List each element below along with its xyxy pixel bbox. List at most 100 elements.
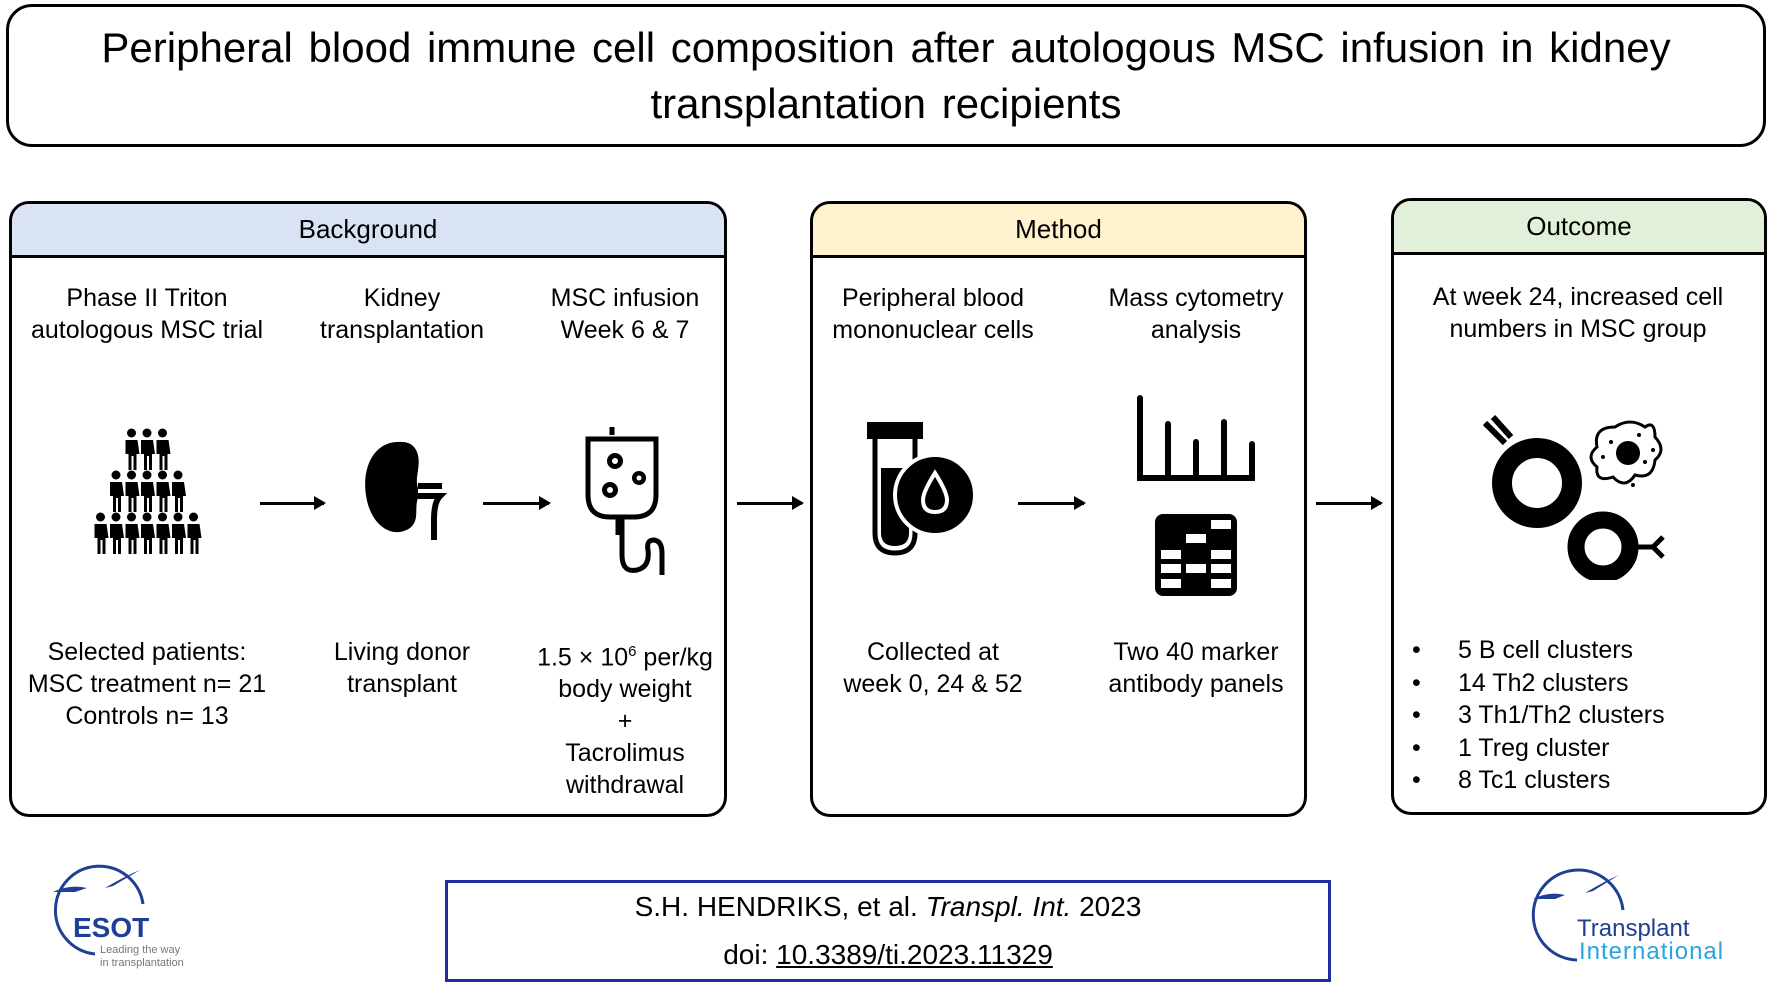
bg-col3-bottom: 1.5 × 106 per/kg body weight + Tacrolimu…	[537, 636, 713, 801]
outcome-header: Outcome	[1394, 201, 1764, 255]
text-line: MSC infusion	[550, 284, 700, 312]
title-box: Peripheral blood immune cell composition…	[6, 4, 1766, 147]
esot-name: ESOT	[73, 912, 150, 943]
background-header: Background	[12, 204, 724, 258]
arrow-icon	[1018, 496, 1086, 510]
list-item: •5 B cell clusters	[1412, 634, 1665, 667]
citation-authors: S.H. HENDRIKS, et al.	[634, 891, 918, 922]
bg-col2-top: Kidney transplantation	[320, 282, 484, 346]
heatmap-icon	[1155, 514, 1237, 596]
list-item: •14 Th2 clusters	[1412, 667, 1665, 700]
text-line: transplant	[347, 670, 457, 698]
person-figure	[125, 470, 140, 512]
text-line: numbers in MSC group	[1449, 315, 1707, 343]
text-line: Collected at	[866, 638, 1000, 666]
text-line: mononuclear cells	[832, 316, 1034, 344]
outcome-panel: Outcome	[1391, 198, 1767, 815]
arrow-icon	[483, 496, 551, 510]
text-line: Phase II Triton	[66, 284, 228, 312]
background-panel: Background	[9, 201, 727, 817]
method-col1-bottom: Collected at week 0, 24 & 52	[843, 636, 1022, 700]
person-figure	[110, 470, 124, 512]
person-figure	[156, 512, 171, 554]
arrow-icon	[260, 496, 326, 510]
text-line: +	[617, 707, 633, 736]
method-header: Method	[813, 204, 1304, 258]
method-col2-bottom: Two 40 marker antibody panels	[1108, 636, 1283, 700]
histogram-icon	[1137, 395, 1255, 481]
doi-line: doi: 10.3389/ti.2023.11329	[723, 931, 1053, 979]
text-line: Selected patients:	[47, 638, 247, 666]
ti-line-2: International	[1579, 938, 1725, 965]
citation-year: 2023	[1079, 891, 1142, 922]
title-line-2: transplantation recipients	[650, 79, 1122, 127]
dose-exponent: 6	[628, 643, 637, 660]
doi-label: doi:	[723, 939, 769, 970]
list-item: •3 Th1/Th2 clusters	[1412, 699, 1665, 732]
blood-tube-icon	[867, 422, 975, 556]
text-line: At week 24, increased cell	[1432, 283, 1724, 311]
text-line: body weight	[558, 675, 692, 704]
text-line: analysis	[1150, 316, 1242, 344]
text-line: Leading the way	[100, 944, 181, 956]
text-line: antibody panels	[1108, 670, 1284, 698]
person-figure	[187, 512, 202, 554]
method-col2-top: Mass cytometry analysis	[1108, 282, 1283, 346]
text-line: Mass cytometry	[1108, 284, 1284, 312]
text-line: Tacrolimus	[565, 739, 685, 768]
bg-col2-bottom: Living donor transplant	[334, 636, 470, 700]
person-figure	[125, 512, 140, 554]
title-line-1: Peripheral blood immune cell composition…	[101, 23, 1671, 71]
text-line: Kidney	[363, 284, 441, 312]
method-col1-top: Peripheral blood mononuclear cells	[832, 282, 1034, 346]
bullet-text: 8 Tc1 clusters	[1458, 766, 1611, 794]
bullet-text: 5 B cell clusters	[1458, 636, 1634, 664]
iv-bag-icon	[585, 427, 665, 575]
dose-unit: per/kg	[636, 643, 713, 672]
person-figure	[141, 428, 155, 470]
text-line: in transplantation	[100, 957, 184, 969]
text-line: autologous MSC trial	[30, 316, 264, 344]
person-figure	[125, 428, 140, 470]
text-line: Peripheral blood	[841, 284, 1025, 312]
person-figure	[110, 512, 124, 554]
esot-tagline: Leading the way in transplantation	[100, 944, 184, 970]
text-line: week 0, 24 & 52	[843, 670, 1023, 698]
person-figure	[156, 470, 171, 512]
citation-line: S.H. HENDRIKS, et al. Transpl. Int. 2023	[635, 883, 1142, 931]
kidney-icon	[365, 441, 448, 540]
bg-col1-bottom: Selected patients: MSC treatment n= 21 C…	[28, 636, 266, 732]
immune-cells-icon	[1482, 414, 1665, 580]
text-line: Week 6 & 7	[560, 316, 690, 344]
text-line: transplantation	[319, 316, 485, 344]
citation-box: S.H. HENDRIKS, et al. Transpl. Int. 2023…	[445, 880, 1331, 982]
bullet-text: 3 Th1/Th2 clusters	[1458, 701, 1665, 729]
person-figure	[172, 512, 186, 554]
person-figure	[172, 470, 186, 512]
hands-circle-icon	[53, 864, 145, 956]
person-figure	[156, 428, 171, 470]
list-item: •1 Treg cluster	[1412, 732, 1665, 765]
outcome-top: At week 24, increased cell numbers in MSC…	[1433, 281, 1723, 345]
hands-circle-icon	[1531, 868, 1625, 962]
text-line: withdrawal	[565, 771, 685, 800]
dose-value: 1.5 × 10	[537, 643, 629, 672]
outcome-bullet-list: •5 B cell clusters •14 Th2 clusters •3 T…	[1412, 634, 1665, 797]
people-group-icon	[94, 428, 202, 554]
text-line: Living donor	[333, 638, 471, 666]
doi-link[interactable]: 10.3389/ti.2023.11329	[776, 939, 1053, 970]
person-figure	[141, 512, 155, 554]
method-panel: Method	[810, 201, 1307, 817]
bg-col1-top: Phase II Triton autologous MSC trial	[31, 282, 263, 346]
esot-logo: ESOT Leading the way in transplantation	[45, 862, 215, 974]
list-item: •8 Tc1 clusters	[1412, 764, 1665, 797]
bullet-text: 1 Treg cluster	[1458, 733, 1610, 762]
text-line: Two 40 marker	[1113, 638, 1279, 666]
text-line: Controls n= 13	[65, 702, 229, 730]
text-line: MSC treatment n= 21	[27, 670, 267, 698]
transplant-international-logo: Transplant International	[1527, 865, 1747, 975]
person-figure	[94, 512, 109, 554]
arrow-icon	[737, 496, 804, 510]
ti-line-1: Transplant	[1577, 915, 1690, 942]
